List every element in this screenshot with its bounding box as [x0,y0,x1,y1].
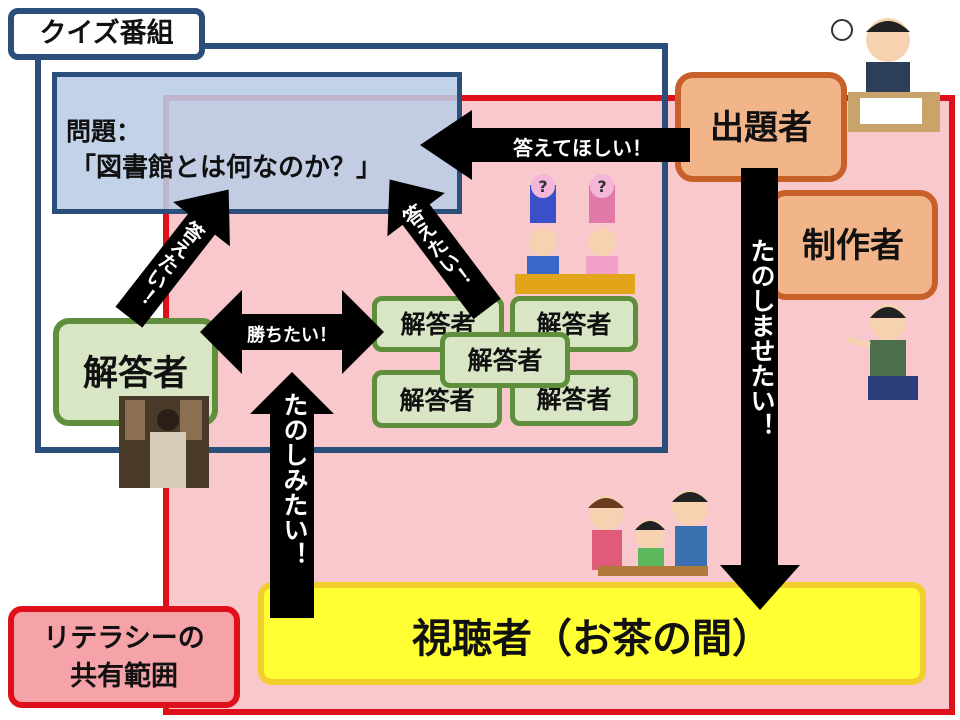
producer-label: 制作者 [802,226,904,266]
literacy-label: リテラシーの 共有範囲 [8,606,240,708]
want-to-win-arrow [200,290,384,374]
quiz-program-label: クイズ番組 [8,8,205,60]
svg-text:?: ? [597,177,606,196]
question-hat-contestant-girl-icon: ? [575,174,635,294]
answerer-group-item [440,332,570,388]
questioner-label: 出題者 [710,108,812,148]
want-to-enjoy-arrow-label: たのしみたい！ [280,392,309,567]
question-label: 問題： [66,117,142,146]
want-answer-arrow [420,110,690,180]
want-to-win-arrow-label: 勝ちたい！ [247,325,337,346]
questioner-node [675,72,847,182]
answerer-group-label: 解答者 [467,346,543,375]
literacy-label-line2: 共有範囲 [70,661,178,692]
answerer-group-label: 解答者 [399,386,475,415]
want-to-entertain-arrow [720,168,800,610]
viewers-label: 視聴者（お茶の間） [412,616,772,662]
director-headset-icon [847,304,918,400]
question-hat-contestant-boy-icon: ? [515,174,575,294]
svg-text:?: ? [538,177,547,196]
question-text: 「図書館とは何なのか？」 [70,153,383,183]
family-icon [588,490,708,576]
answerer-group-label: 解答者 [536,385,612,414]
viewers-node [258,582,926,685]
want-answer-arrow-label: 答えてほしい！ [513,136,652,160]
person-photo-icon [119,396,209,488]
want-to-entertain-arrow-label: たのしませたい！ [747,238,776,438]
answerer-main-label: 解答者 [82,354,188,394]
want-to-answer-left-arrow [115,189,230,328]
want-to-answer-right-arrow [387,179,501,320]
want-to-enjoy-arrow [250,372,334,618]
quiz-program-frame [35,43,668,453]
literacy-label-line1: リテラシーの [43,623,205,654]
worried-writer-icon [831,18,940,132]
